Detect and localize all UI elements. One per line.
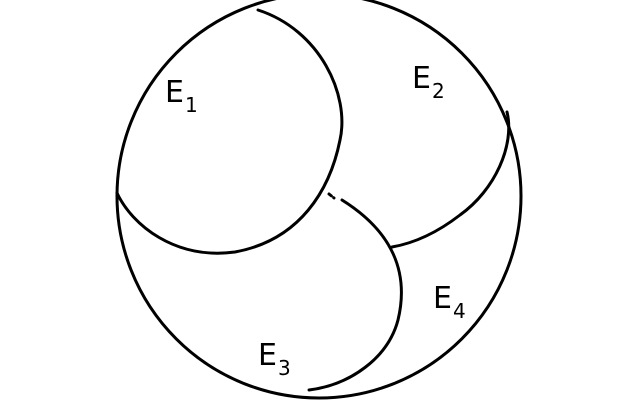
e3-boundary-arc	[307, 198, 403, 392]
label-e4: E4	[433, 281, 466, 322]
e1-boundary-arc	[115, 8, 344, 255]
center-connector-dash	[327, 192, 336, 200]
label-e4-index: 4	[452, 299, 466, 323]
label-e3-letter: E	[258, 338, 277, 373]
label-e4-letter: E	[433, 281, 452, 316]
outer-circle	[115, 0, 523, 400]
label-e2-index: 2	[431, 79, 445, 103]
label-e3: E3	[258, 338, 291, 379]
label-e2: E2	[412, 61, 445, 102]
e2-boundary-arc	[390, 110, 511, 249]
label-e1: E1	[165, 75, 198, 116]
label-e2-letter: E	[412, 61, 431, 96]
label-e1-index: 1	[184, 93, 198, 117]
label-e1-letter: E	[165, 75, 184, 110]
label-e3-index: 3	[277, 356, 291, 380]
